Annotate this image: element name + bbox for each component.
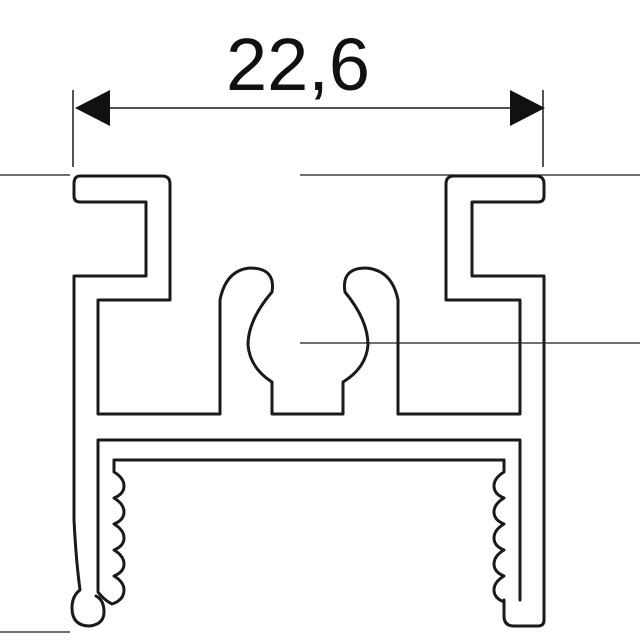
width-dimension: 22,6 [72, 23, 545, 167]
left-wall-outline [70, 174, 148, 628]
lower-chamber-outline [96, 438, 522, 602]
left-serrated-wall [96, 458, 126, 606]
profile-outline [70, 174, 546, 628]
upper-channel-outline [78, 174, 546, 628]
right-serrated-wall [492, 458, 506, 604]
left-arrowhead [75, 90, 110, 126]
right-arrowhead [510, 90, 545, 126]
width-dimension-value: 22,6 [226, 23, 370, 106]
